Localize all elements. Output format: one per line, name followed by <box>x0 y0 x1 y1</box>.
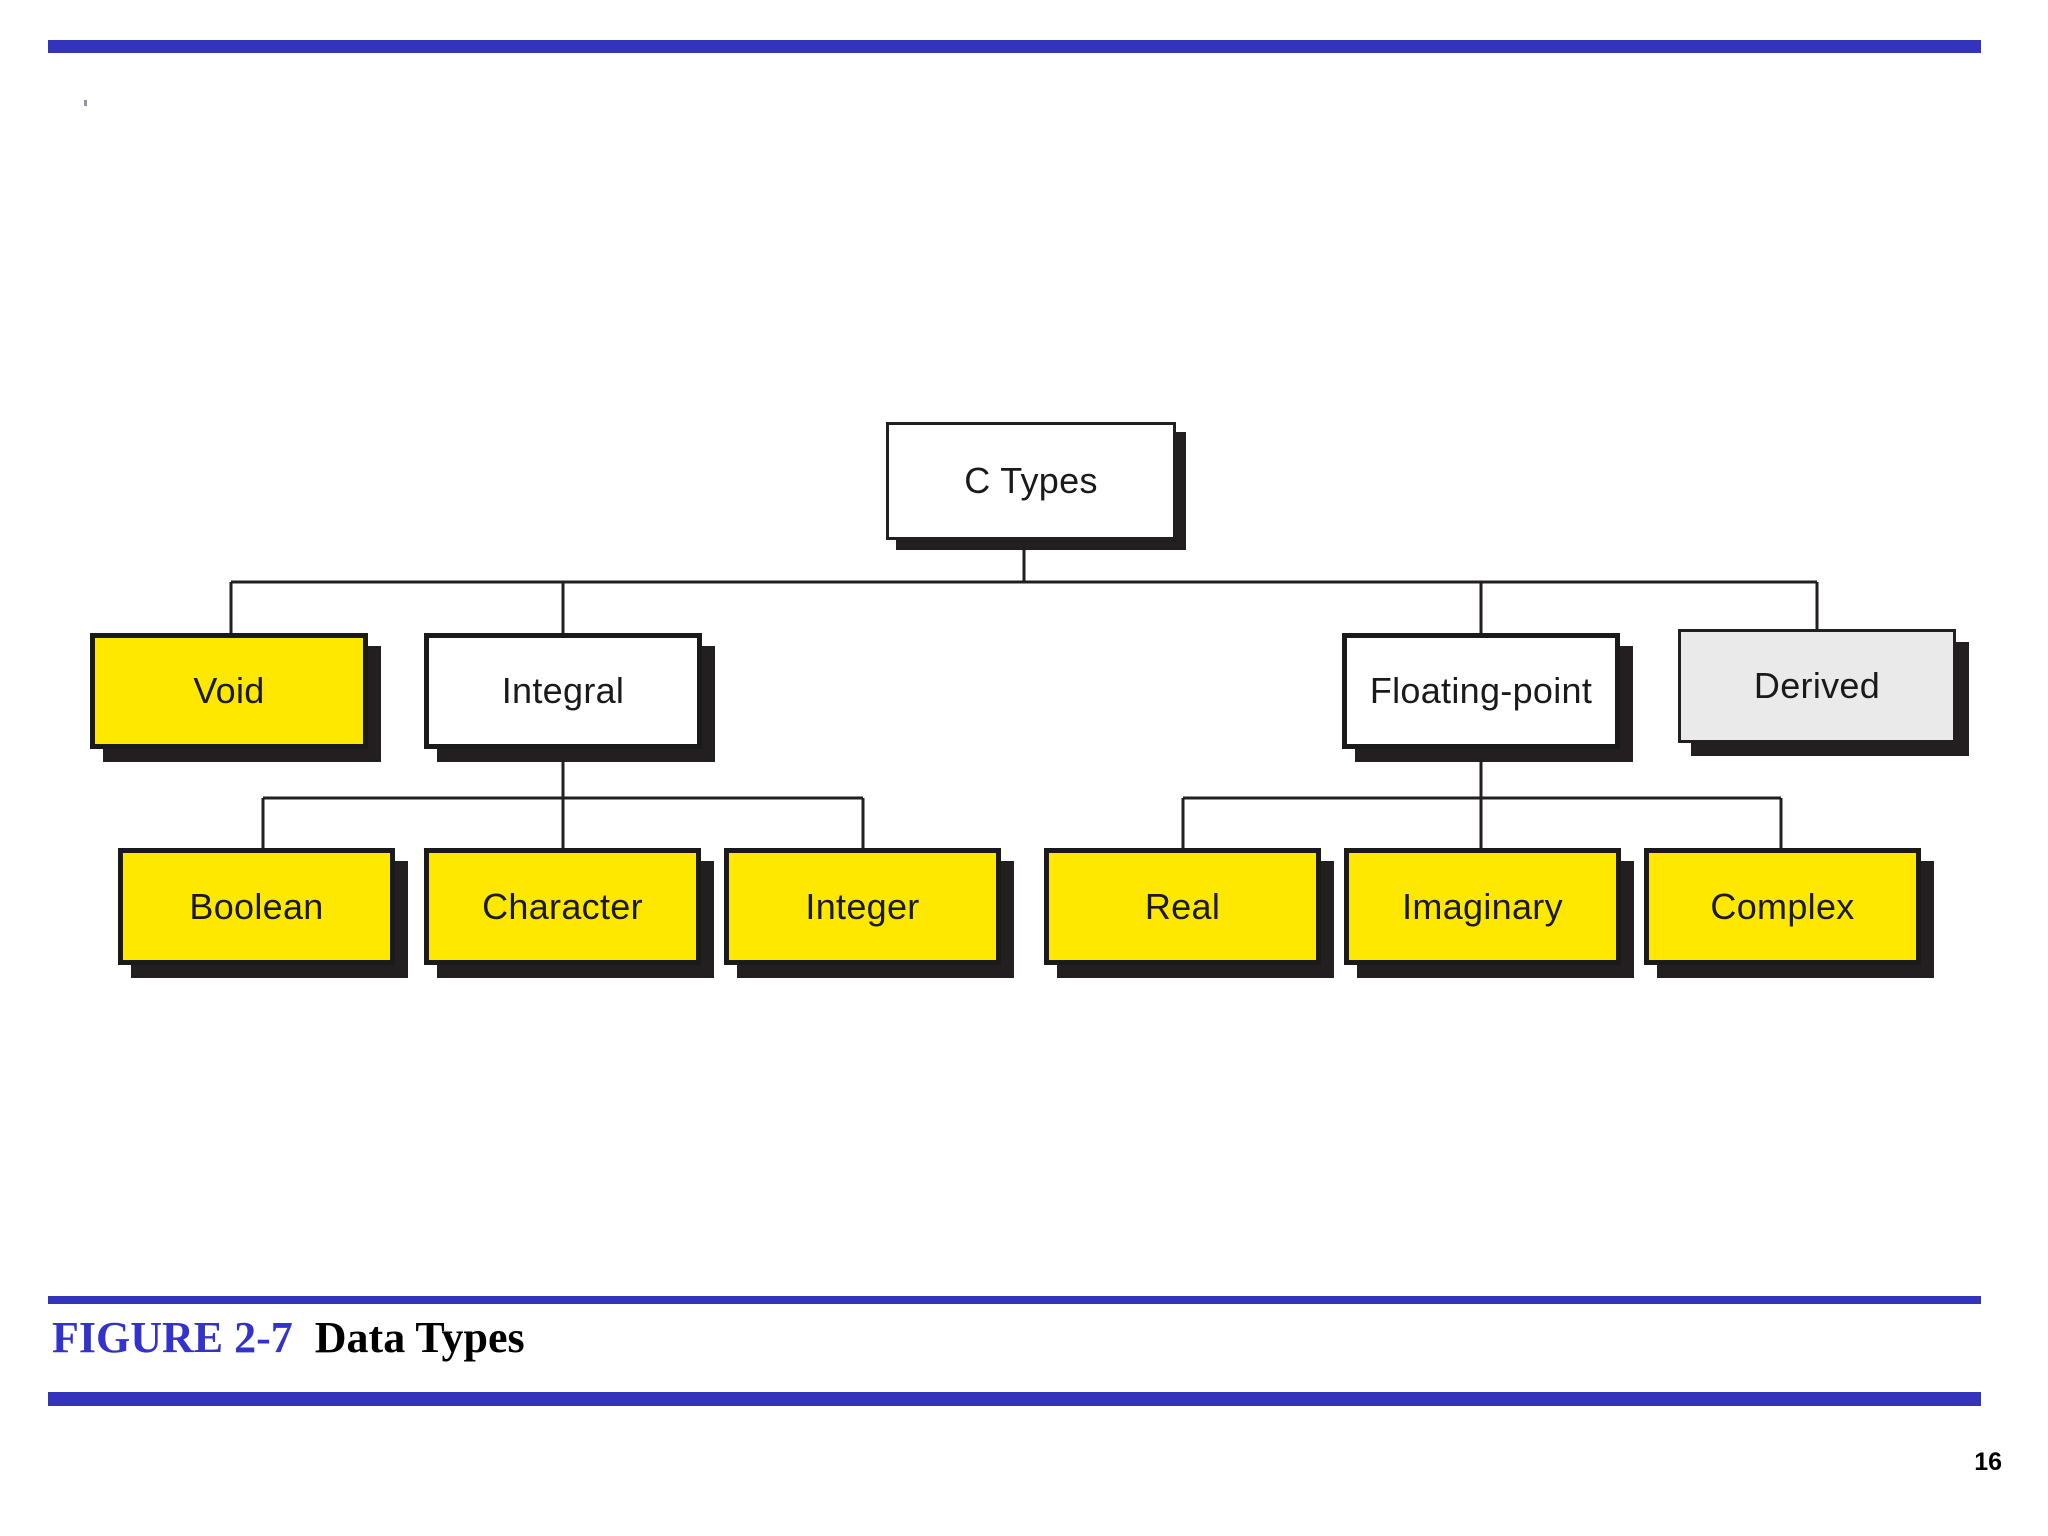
node-character-label: Character <box>482 885 643 927</box>
node-integer[interactable]: Integer <box>724 848 1001 965</box>
node-floating-point[interactable]: Floating-point <box>1342 633 1620 749</box>
page-number: 16 <box>1974 1448 2002 1476</box>
node-floating-point-label: Floating-point <box>1369 670 1593 711</box>
node-void[interactable]: Void <box>90 633 368 749</box>
figure-caption: FIGURE 2-7 Data Types <box>52 1316 525 1360</box>
node-c-types[interactable]: C Types <box>886 422 1176 540</box>
node-c-types-label: C Types <box>964 460 1098 501</box>
figure-number-label: FIGURE 2-7 <box>52 1313 293 1362</box>
node-real-label: Real <box>1144 885 1221 927</box>
node-character[interactable]: Character <box>424 848 701 965</box>
node-boolean[interactable]: Boolean <box>118 848 395 965</box>
node-imaginary[interactable]: Imaginary <box>1344 848 1621 965</box>
data-types-tree-diagram: C Types Void Integral Floating-point Der… <box>90 422 1969 978</box>
node-integral-label: Integral <box>501 670 625 711</box>
connector-lines <box>229 548 1819 849</box>
stray-artifact-dot <box>84 100 87 106</box>
node-real[interactable]: Real <box>1044 848 1321 965</box>
node-derived-label: Derived <box>1753 665 1881 706</box>
node-integer-label: Integer <box>805 885 920 927</box>
node-complex-label: Complex <box>1710 885 1855 927</box>
node-imaginary-label: Imaginary <box>1402 885 1563 927</box>
node-derived[interactable]: Derived <box>1678 629 1956 743</box>
caption-top-rule <box>48 1296 1981 1304</box>
node-complex[interactable]: Complex <box>1644 848 1921 965</box>
top-divider-rule <box>48 40 1981 53</box>
caption-bottom-rule <box>48 1392 1981 1406</box>
node-void-label: Void <box>193 670 265 711</box>
figure-title-label: Data Types <box>314 1313 525 1362</box>
node-boolean-label: Boolean <box>189 885 324 927</box>
node-integral[interactable]: Integral <box>424 633 702 749</box>
